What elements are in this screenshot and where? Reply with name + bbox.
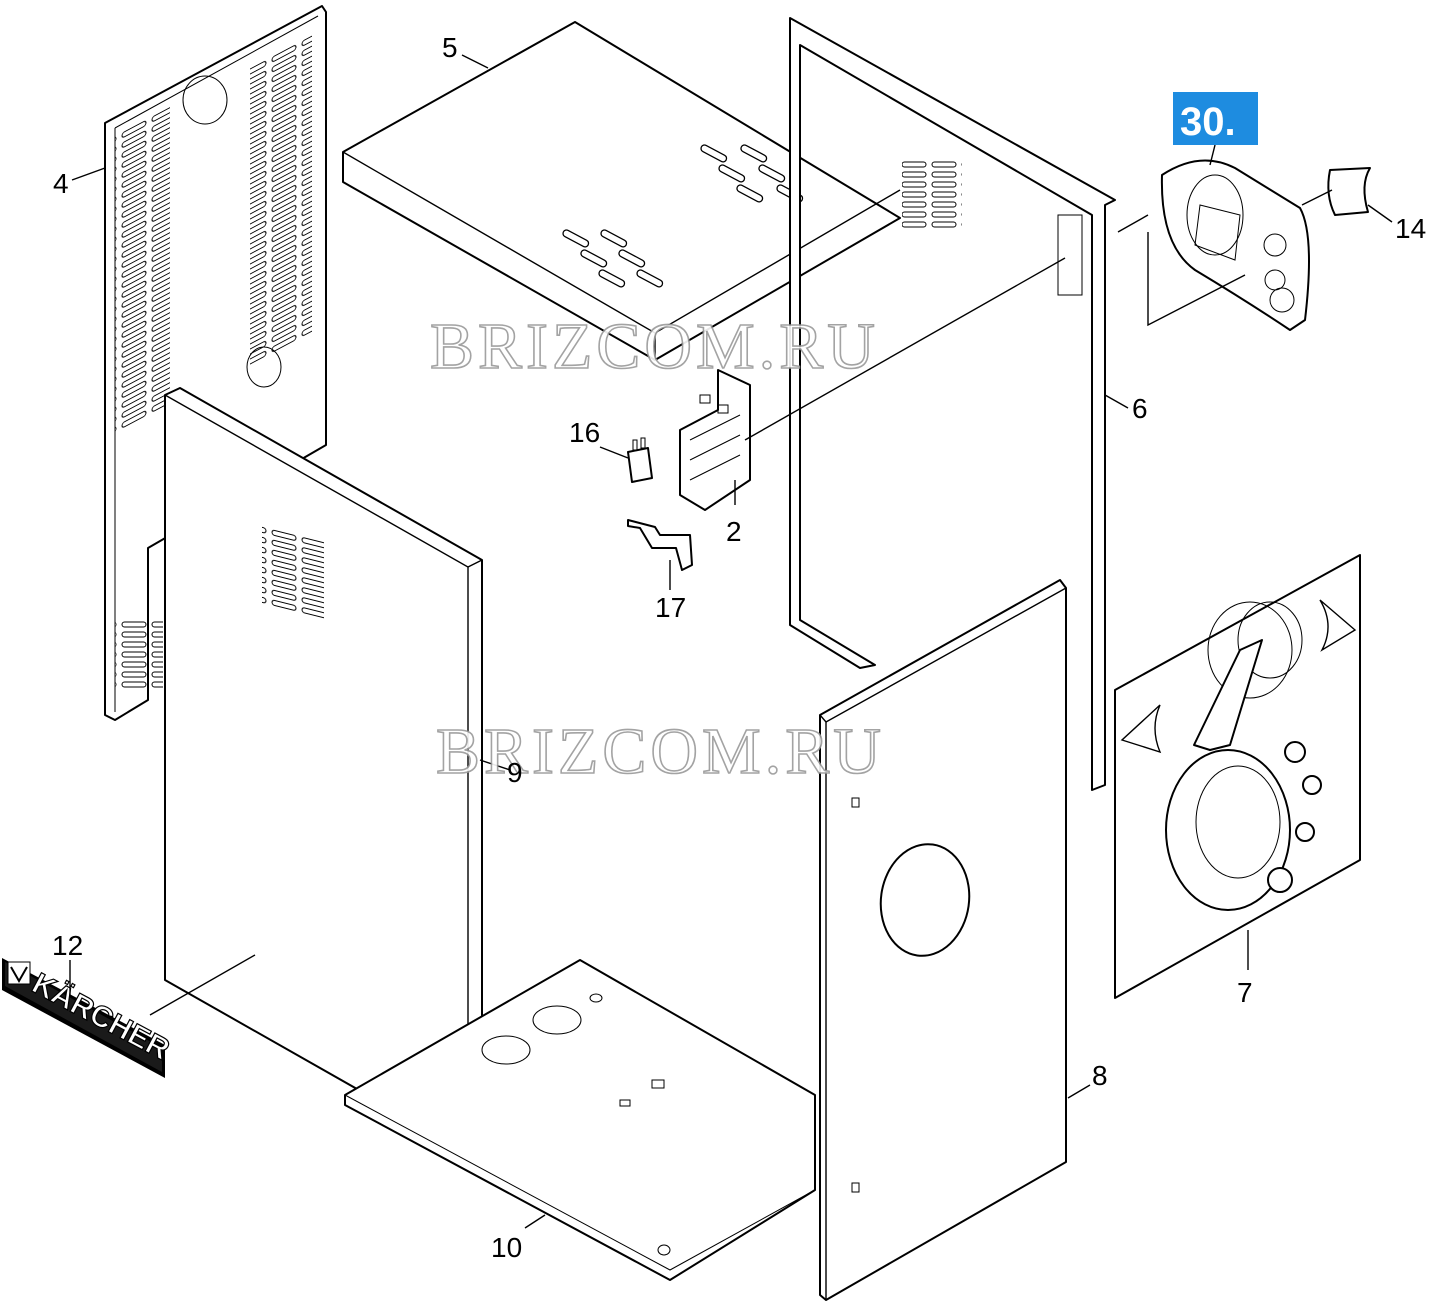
top-cover-panel: [342, 21, 901, 361]
badge-background: [1173, 92, 1258, 145]
part-30-badge: 30.: [1173, 92, 1258, 145]
control-panel-part: [1117, 144, 1310, 331]
leader-lines: [71, 54, 1129, 409]
small-label-part: [1301, 167, 1393, 223]
callout-6: 6: [1132, 393, 1148, 424]
badge-label: 30.: [1180, 100, 1236, 144]
callout-14: 14: [1395, 213, 1426, 244]
small-switch-part: [599, 437, 653, 483]
callout-4: 4: [53, 168, 69, 199]
callout-2: 2: [726, 516, 742, 547]
karcher-logo-text: KÄRCHER: [27, 967, 175, 1067]
karcher-logo-plate: KÄRCHER: [2, 958, 176, 1078]
control-bracket-assembly: [679, 257, 1066, 511]
front-door-panel: [149, 387, 511, 1153]
side-door-panel: [819, 579, 1091, 1301]
watermark-top: BRIZCOM.RU: [430, 310, 879, 383]
callout-8: 8: [1092, 1060, 1108, 1091]
callout-17: 17: [655, 592, 686, 623]
callout-16: 16: [569, 417, 600, 448]
callout-12: 12: [52, 930, 83, 961]
rear-louvre-panel: [104, 5, 327, 721]
callout-5: 5: [442, 32, 458, 63]
control-decal-sheet: [1114, 554, 1361, 999]
side-frame-panel: [789, 17, 1116, 791]
base-plate-panel: [344, 959, 816, 1281]
callout-7: 7: [1237, 977, 1253, 1008]
mounting-bracket-part: [627, 519, 693, 590]
watermark-bottom: BRIZCOM.RU: [436, 715, 885, 788]
callout-9: 9: [507, 757, 523, 788]
callout-10: 10: [491, 1232, 522, 1263]
